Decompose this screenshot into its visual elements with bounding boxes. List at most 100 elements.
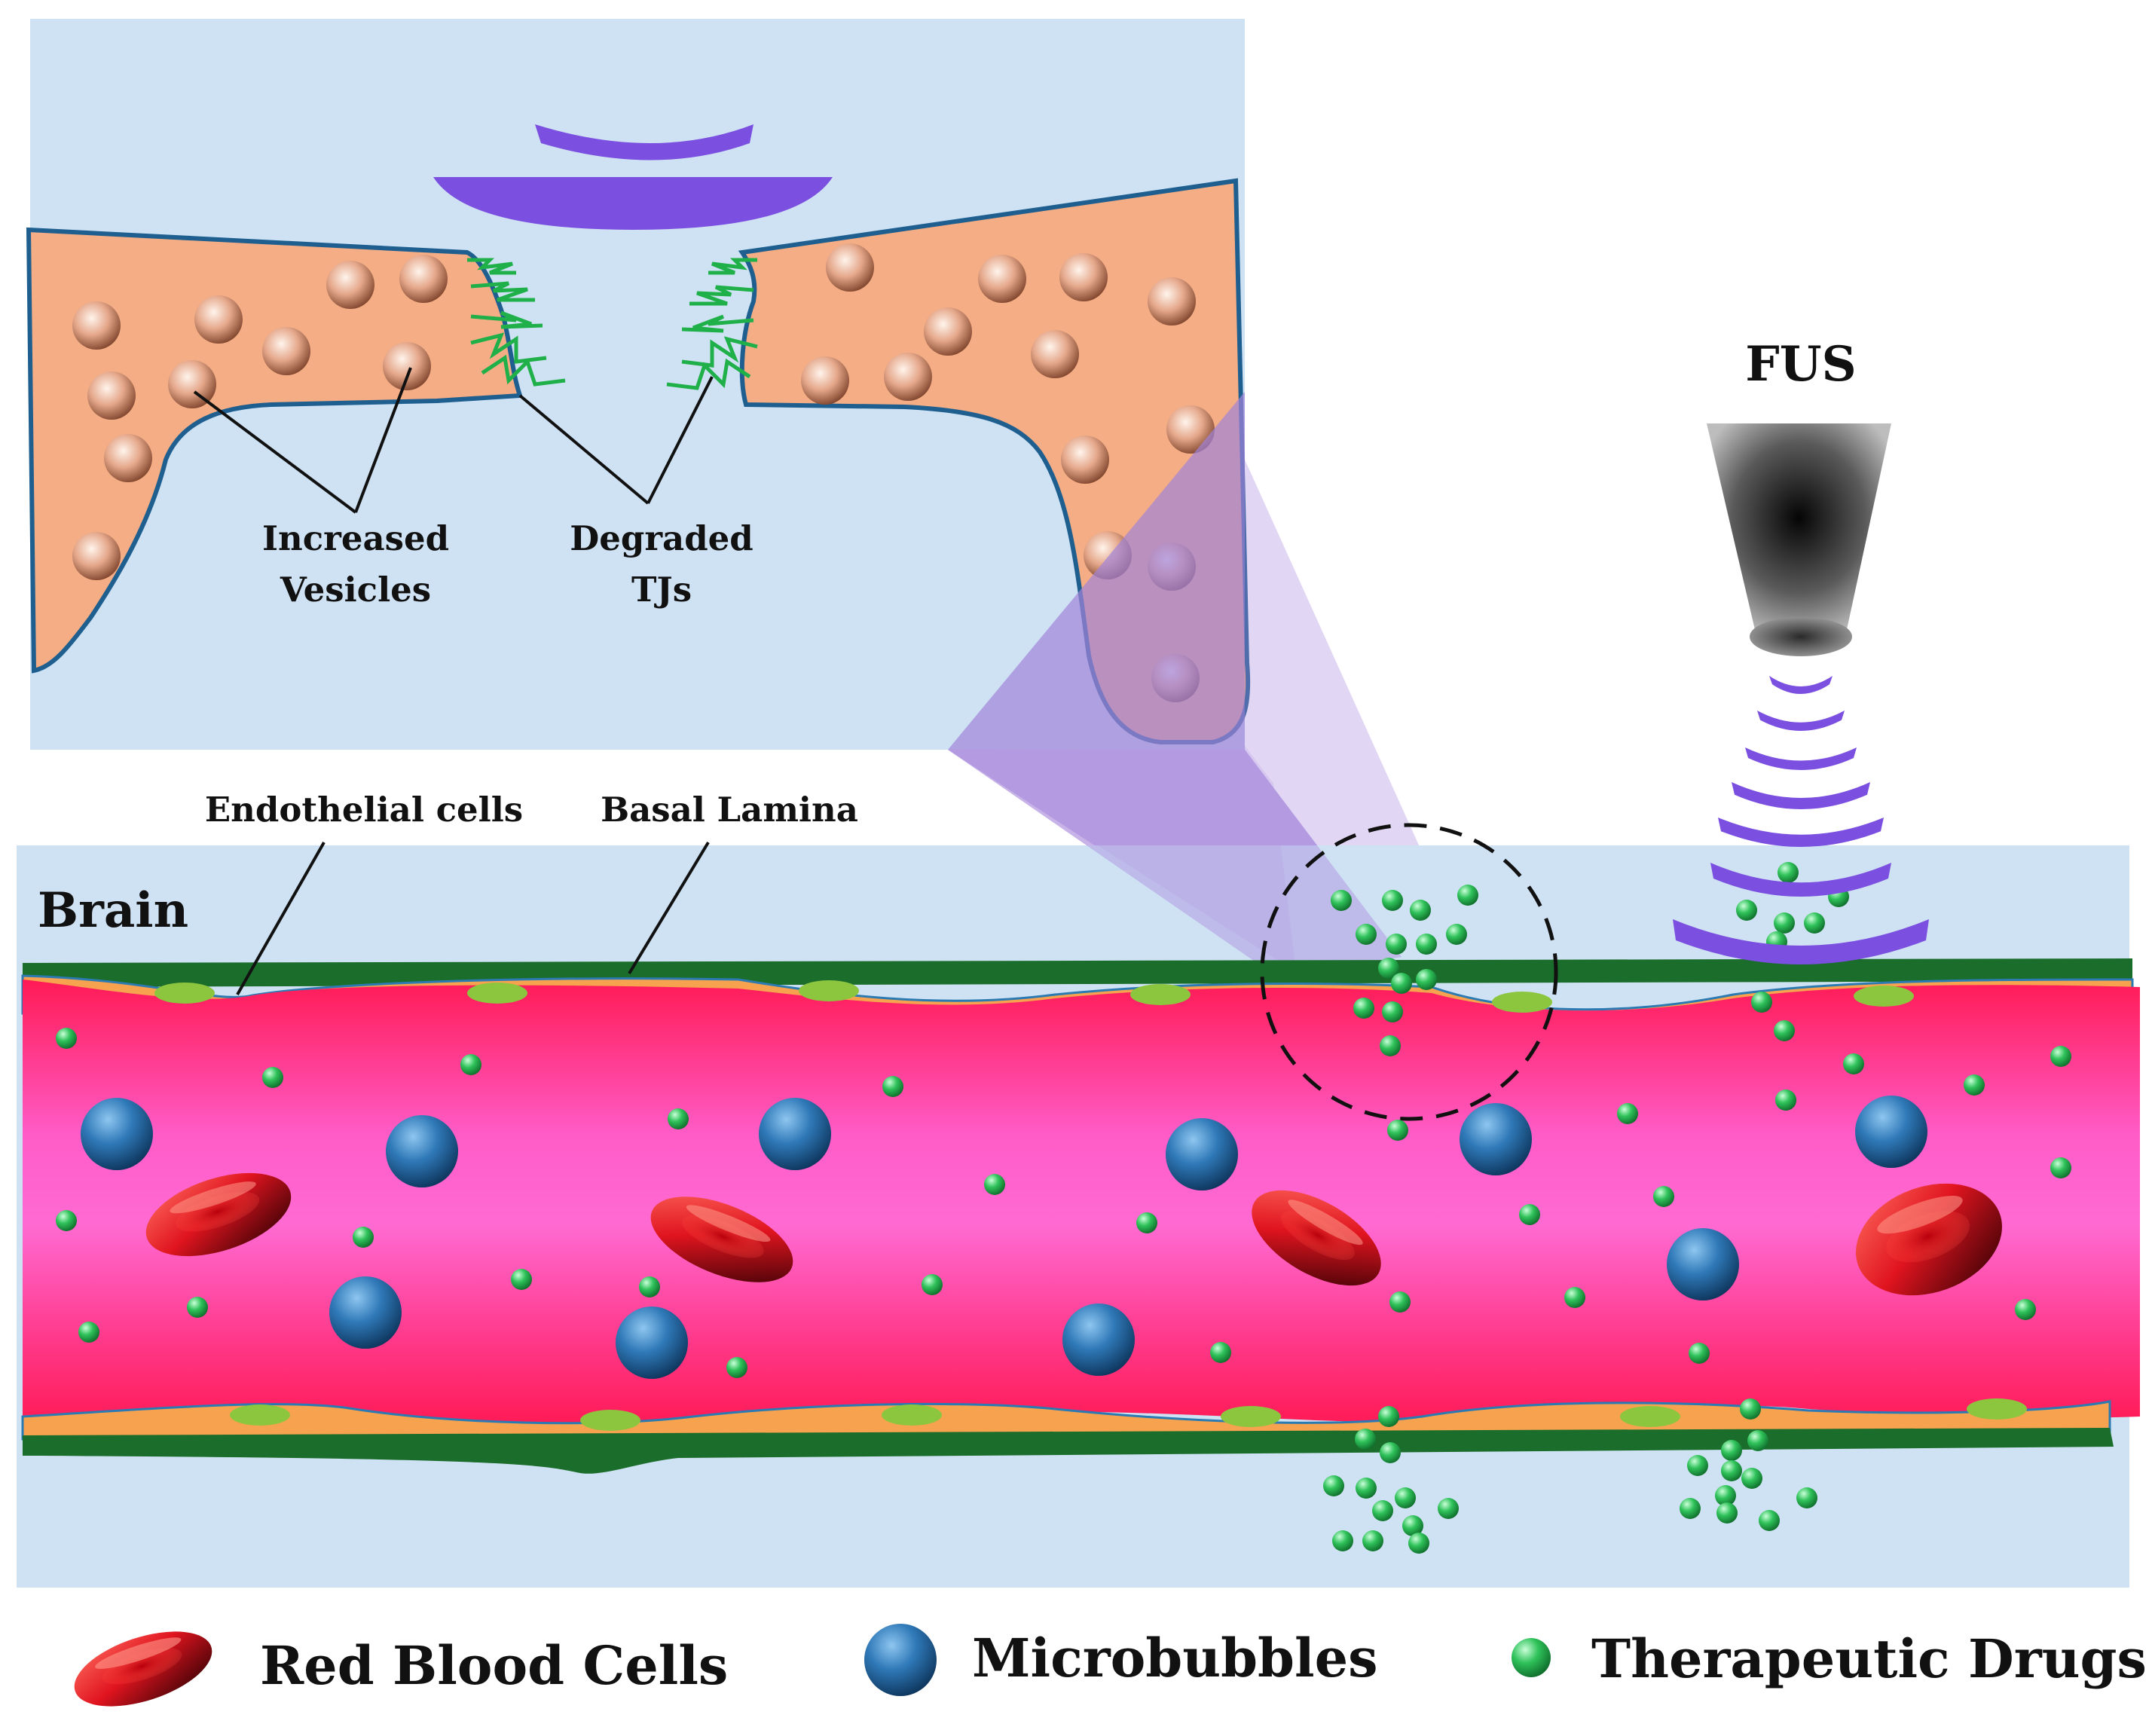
nucleus	[1967, 1398, 2027, 1420]
microbubbles-group	[81, 1096, 1927, 1379]
nucleus	[230, 1404, 290, 1426]
drug-particle	[922, 1274, 943, 1295]
degraded-tight-junctions-left	[467, 258, 566, 387]
zoom-projection	[948, 392, 1402, 972]
ultrasound-wave-arc	[1757, 711, 1845, 731]
drug-particle	[2050, 1157, 2071, 1178]
nucleus	[882, 1404, 942, 1426]
drug-particle	[1804, 912, 1825, 934]
drug-particle	[1416, 969, 1437, 990]
drug-particle	[1332, 1530, 1353, 1551]
vesicle	[978, 255, 1026, 303]
drug-particle	[668, 1108, 689, 1129]
red-blood-cell	[1252, 1190, 1381, 1286]
nucleus	[1620, 1406, 1680, 1427]
red-blood-cell	[145, 1172, 292, 1257]
drug-particle	[2015, 1299, 2036, 1320]
drug-particle	[1353, 998, 1374, 1019]
drug-particle	[1519, 1204, 1540, 1225]
drug-particle	[1715, 1485, 1736, 1506]
drug-particle	[1446, 924, 1467, 945]
drug-particle	[1774, 1020, 1795, 1041]
drug-particle	[1362, 1530, 1383, 1551]
drug-particle	[460, 1054, 481, 1075]
drug-particle	[1136, 1212, 1157, 1233]
inset-pointer-lines	[193, 367, 714, 514]
drug-particle	[1408, 1533, 1429, 1554]
drug-particle	[1687, 1455, 1708, 1476]
legend-label-microbubbles: Microbubbles	[972, 1627, 1378, 1689]
microbubble	[1667, 1228, 1739, 1300]
drug-particle	[1382, 1001, 1403, 1022]
therapeutic-drugs-group	[56, 862, 2071, 1554]
vesicle	[383, 342, 431, 390]
microbubble	[1855, 1096, 1927, 1168]
drug-particle	[1721, 1460, 1742, 1481]
drug-particle	[1416, 934, 1437, 955]
drug-particle	[1680, 1498, 1701, 1519]
red-blood-cells-group	[145, 1172, 2002, 1296]
ultrasound-wave-arc	[1745, 747, 1857, 770]
drug-particle	[1617, 1103, 1638, 1124]
vesicle	[1166, 405, 1215, 454]
drug-particle	[1323, 1475, 1344, 1496]
label-degraded-tjs-1: Degraded	[570, 518, 754, 558]
drug-particle	[262, 1067, 283, 1088]
vesicle	[884, 353, 932, 401]
ultrasound-wave-arc	[1673, 919, 1929, 964]
vessel-pointer-lines	[236, 841, 710, 995]
nucleus	[580, 1410, 640, 1431]
drug-particle	[984, 1174, 1005, 1195]
microbubble	[616, 1307, 688, 1379]
drug-particle	[1774, 912, 1795, 934]
drug-particle	[1747, 1430, 1768, 1451]
drug-particle	[353, 1227, 374, 1248]
drug-particle	[1457, 885, 1478, 906]
drug-particle	[1387, 1120, 1408, 1141]
fus-ultrasound-waves	[1673, 676, 1929, 964]
drug-particle	[1964, 1074, 1985, 1096]
drug-particle	[1378, 1406, 1399, 1427]
microbubble	[759, 1098, 831, 1170]
vesicle	[1059, 253, 1108, 301]
label-degraded-tjs-2: TJs	[631, 570, 692, 610]
brain-tissue-panel: Brain	[17, 746, 2140, 1588]
ultrasound-wave-arc	[1710, 863, 1891, 897]
drug-particle	[1402, 1515, 1423, 1536]
transducer-body	[1707, 423, 1891, 633]
legend: Red Blood Cells Microbubbles Therapeutic…	[74, 1624, 2147, 1707]
microbubble	[1062, 1304, 1135, 1376]
drug-particle	[1775, 1090, 1796, 1111]
drug-particle	[1843, 1053, 1864, 1074]
drug-particle	[1389, 1291, 1411, 1313]
drug-particle	[1382, 890, 1403, 911]
legend-item-microbubbles: Microbubbles	[864, 1624, 1378, 1696]
nucleus	[1854, 986, 1914, 1007]
drug-particle	[1796, 1487, 1817, 1508]
ultrasound-wave-arc	[1718, 818, 1884, 847]
vesicle	[801, 356, 849, 405]
drug-particle	[1355, 1429, 1376, 1450]
vesicle	[399, 255, 448, 303]
drug-particle	[1716, 1502, 1738, 1524]
drug-particle	[1759, 1510, 1780, 1531]
drug-particle	[511, 1269, 532, 1290]
vesicle	[194, 295, 243, 344]
zoom-region-circle	[1260, 823, 1558, 1121]
drug-particle	[78, 1322, 99, 1343]
nucleus	[1492, 992, 1552, 1013]
drug-particle	[1372, 1500, 1393, 1521]
microbubble	[386, 1115, 458, 1187]
vesicle	[87, 371, 136, 420]
drug-particle	[1740, 1398, 1761, 1420]
drug-particle	[56, 1210, 77, 1231]
drug-particle	[1721, 1440, 1742, 1461]
transducer-lens	[1750, 617, 1852, 656]
nucleus	[1221, 1406, 1281, 1427]
basal-lamina-bottom	[23, 1428, 2114, 1474]
legend-item-drugs: Therapeutic Drugs	[1512, 1628, 2147, 1690]
ultrasound-wave-arc	[1732, 782, 1870, 809]
legend-label-drugs: Therapeutic Drugs	[1591, 1628, 2147, 1690]
label-endothelial-cells: Endothelial cells	[205, 790, 523, 830]
microbubble	[329, 1276, 402, 1349]
